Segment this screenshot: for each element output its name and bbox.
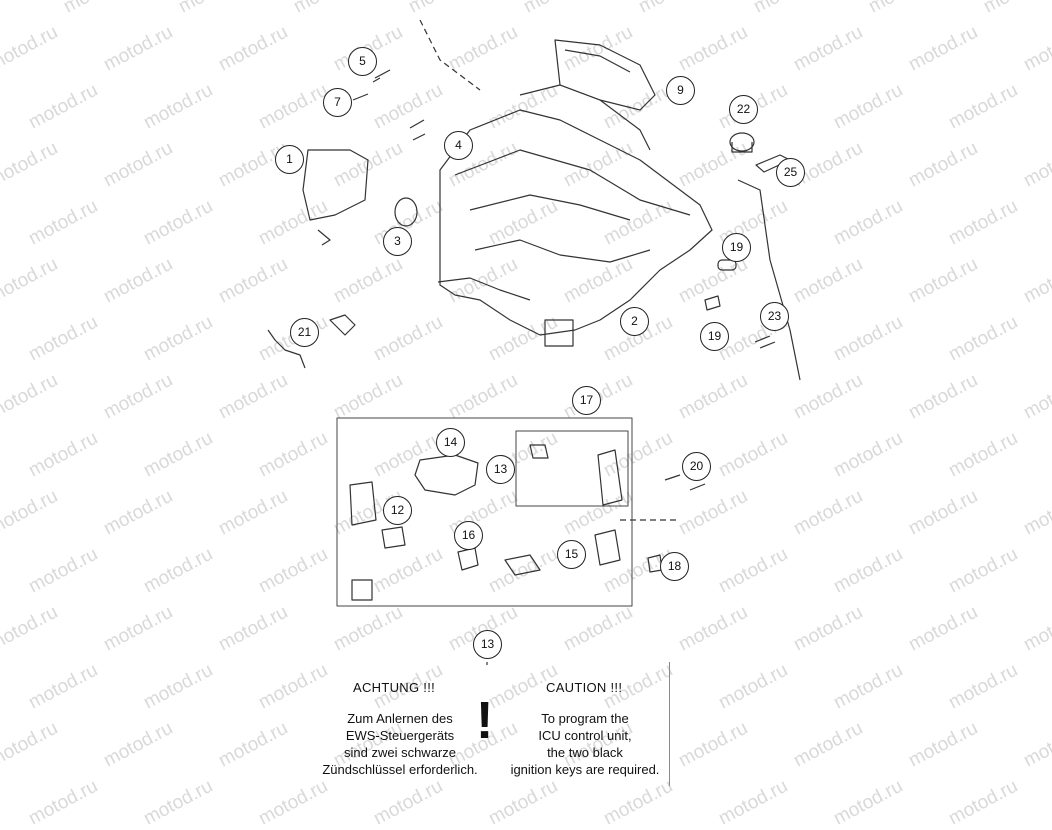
notice-divider: [669, 662, 670, 786]
callout-4: 4: [444, 131, 473, 160]
callout-18: 18: [660, 552, 689, 581]
notice-text-en: To program the ICU control unit, the two…: [510, 711, 660, 777]
dashboard-part-9: [554, 39, 656, 111]
callout-7: 7: [323, 88, 352, 117]
callout-13-lower: 13: [473, 630, 502, 659]
wire-part-21: [267, 329, 306, 369]
lock-part-14: [414, 454, 479, 496]
callout-19-lower: 19: [700, 322, 729, 351]
callout-13-kit: 13: [486, 455, 515, 484]
kit-frame-17: [336, 417, 633, 607]
callout-15: 15: [557, 540, 586, 569]
frame-part-2: [439, 109, 713, 336]
callout-16: 16: [454, 521, 483, 550]
callout-5: 5: [348, 47, 377, 76]
sleeve-part-19a: [717, 259, 737, 271]
callout-2: 2: [620, 307, 649, 336]
kit-inner-13: [515, 430, 629, 507]
warning-symbol: !: [476, 692, 494, 750]
notice-heading-de: ACHTUNG !!!: [353, 680, 436, 695]
callout-22: 22: [729, 95, 758, 124]
callout-23: 23: [760, 302, 789, 331]
bolt-part-19b: [704, 295, 721, 311]
ignition-part-12: [349, 481, 377, 526]
bracket-part-1: [302, 149, 369, 221]
callout-20: 20: [682, 452, 711, 481]
callout-17: 17: [572, 386, 601, 415]
callout-14: 14: [436, 428, 465, 457]
disc-part-3: [394, 197, 418, 227]
callout-9: 9: [666, 76, 695, 105]
notice-heading-en: CAUTION !!!: [546, 680, 623, 695]
cap-part-22: [729, 132, 755, 152]
parts-line-art: [267, 19, 801, 665]
callout-1: 1: [275, 145, 304, 174]
callout-25: 25: [776, 158, 805, 187]
notice-text-de: Zum Anlernen des EWS-Steuergeräts sind z…: [322, 711, 478, 777]
callout-21: 21: [290, 318, 319, 347]
callout-19-upper: 19: [722, 233, 751, 262]
callout-3: 3: [383, 227, 412, 256]
callout-12: 12: [383, 496, 412, 525]
